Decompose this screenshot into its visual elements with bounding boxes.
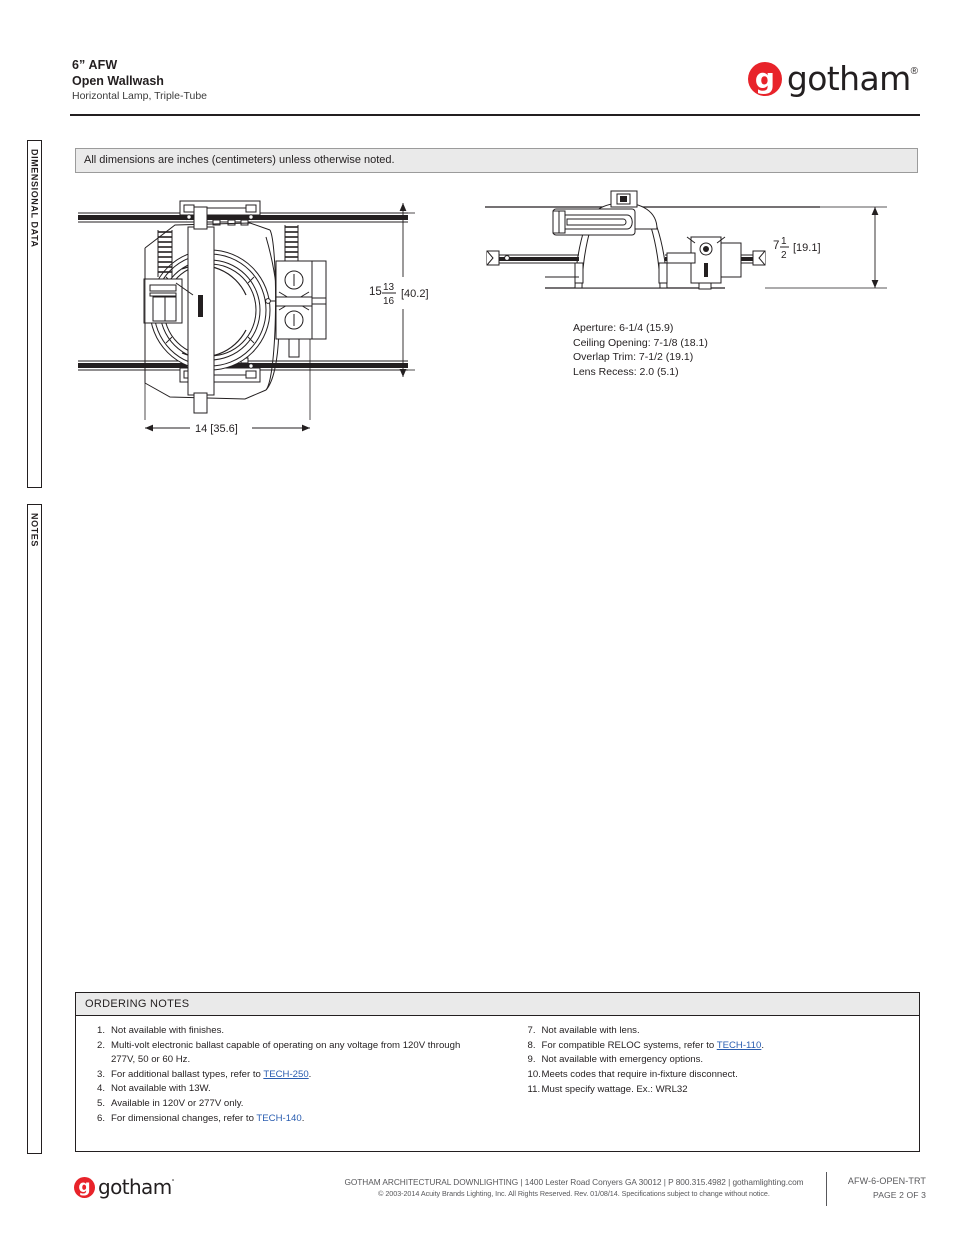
ordering-note-row: 8. For compatible RELOC systems, refer to… [516, 1039, 920, 1053]
ordering-notes-column-right: 7. Not available with lens. 8. For compatib… [498, 1024, 920, 1126]
section-height-denominator: 2 [781, 250, 787, 261]
ordering-note-number: 4. [97, 1083, 106, 1095]
section-height-whole: 7 [773, 240, 779, 252]
ordering-note-text: For compatible RELOC systems, refer to T… [541, 1039, 765, 1051]
ordering-note-text: Not available with lens. [541, 1025, 640, 1036]
dimensional-drawings: 15 13 16 [40.2] 14 [35.6] 7 1 2 [19.1] [70, 185, 920, 465]
footer-company-info: GOTHAM ARCHITECTURAL DOWNLIGHTING | 1400… [330, 1176, 818, 1200]
ordering-note-link[interactable]: TECH-250 [263, 1068, 309, 1080]
technical-drawing-svg: 15 13 16 [40.2] 14 [35.6] 7 1 2 [19.1] [78, 190, 887, 436]
ordering-note-text: Not available with emergency options. [541, 1054, 704, 1066]
gotham-logo-mark-icon-footer: g [74, 1177, 95, 1198]
ordering-note-text: Multi-volt electronic ballast capable of… [111, 1039, 461, 1065]
dimension-units-note: All dimensions are inches (centimeters) … [75, 148, 918, 173]
ordering-note-row: 1. Not available with finishes. [85, 1024, 498, 1038]
ordering-note-row: 9. Not available with emergency options. [516, 1053, 920, 1067]
footer-document-info: AFW-6-OPEN-TRT PAGE 2 OF 3 [836, 1174, 926, 1202]
ordering-note-row: 5. Available in 120V or 277V only. [85, 1097, 498, 1111]
plan-view-width-dimension-label: 14 [35.6] [195, 423, 238, 435]
ordering-note-number: 2. [97, 1039, 106, 1051]
ordering-note-text: For additional ballast types, refer to T… [111, 1068, 312, 1080]
ordering-note-text: Must specify wattage. Ex.: WRL32 [541, 1083, 688, 1095]
spec-aperture: Aperture: 6-1/4 (15.9) [573, 322, 674, 334]
plan-height-numerator: 13 [383, 282, 395, 293]
ordering-notes-panel: ORDERING NOTES 1. Not available with fini… [75, 992, 920, 1152]
ordering-note-link[interactable]: TECH-140 [256, 1112, 302, 1124]
ordering-note-number: 9. [527, 1054, 536, 1066]
gotham-logo-mark-icon: g [747, 62, 782, 96]
section-view-height-dimension-label: 7 1 2 [19.1] [770, 231, 848, 261]
plan-view-drawing [78, 200, 415, 436]
ordering-note-number: 10. [527, 1069, 541, 1081]
page-header: 6” AFW Open Wallwash Horizontal Lamp, Tr… [0, 0, 954, 116]
spec-overlap-trim: Overlap Trim: 7-1/2 (19.1) [573, 351, 694, 364]
sidebar-tab-notes-label: NOTES [29, 513, 40, 548]
page-description: Horizontal Lamp, Triple-Tube [72, 90, 208, 102]
ordering-note-number: 5. [97, 1098, 106, 1110]
section-height-numerator: 1 [781, 236, 787, 247]
registered-trademark-icon: ® [910, 66, 918, 77]
ordering-note-link[interactable]: TECH-110 [716, 1039, 762, 1051]
spec-lens-recess: Lens Recess: 2.0 (5.1) [573, 366, 679, 379]
ordering-note-number: 1. [97, 1025, 106, 1036]
ordering-note-row: 7. Not available with lens. [516, 1024, 920, 1038]
footer-divider [826, 1172, 827, 1206]
plan-view-height-dimension-label: 15 13 16 [40.2] [366, 277, 446, 309]
ordering-note-row: 4. Not available with 13W. [85, 1082, 498, 1096]
ordering-note-row: 10.Meets codes that require in-fixture d… [516, 1068, 920, 1082]
ordering-note-row: 6. For dimensional changes, refer to TECH… [85, 1112, 498, 1126]
plan-height-whole: 15 [369, 286, 382, 298]
footer-page-number: PAGE 2 OF 3 [873, 1190, 926, 1200]
header-divider-rule [70, 114, 920, 116]
registered-trademark-icon-footer: ° [171, 1179, 175, 1186]
footer-copyright-line: © 2003-2014 Acuity Brands Lighting, Inc.… [378, 1189, 770, 1198]
plan-width-label: 14 [35.6] [195, 423, 238, 435]
ordering-note-row: 3. For additional ballast types, refer to… [85, 1068, 498, 1082]
gotham-logo-wordmark: gotham [786, 59, 911, 98]
ordering-note-number: 11. [527, 1083, 541, 1095]
ordering-notes-title: ORDERING NOTES [76, 993, 919, 1016]
ordering-note-text: Not available with 13W. [111, 1083, 211, 1095]
ordering-note-text: Meets codes that require in-fixture disc… [541, 1069, 738, 1081]
ordering-notes-body: 1. Not available with finishes. 2. Multi-vo… [76, 1016, 919, 1126]
footer-document-code: AFW-6-OPEN-TRT [847, 1176, 926, 1186]
page-title: 6” AFW [72, 58, 118, 72]
section-height-metric: [19.1] [793, 242, 821, 254]
aperture-specifications-list: Aperture: 6-1/4 (15.9) Ceiling Opening: … [573, 321, 708, 380]
section-view-drawing [485, 190, 887, 290]
plan-height-denominator: 16 [383, 296, 395, 307]
ordering-note-number: 6. [97, 1112, 106, 1124]
ordering-note-text: Available in 120V or 277V only. [111, 1098, 244, 1110]
ordering-note-text: For dimensional changes, refer to TECH-1… [111, 1112, 305, 1124]
ordering-note-row: 2. Multi-volt electronic ballast capable … [85, 1039, 498, 1067]
page-subtitle: Open Wallwash [72, 74, 164, 88]
ordering-note-number: 8. [527, 1039, 536, 1051]
plan-height-metric: [40.2] [401, 288, 429, 300]
ordering-note-text: Not available with finishes. [111, 1025, 225, 1036]
ordering-note-number: 3. [97, 1068, 106, 1080]
title-block: 6” AFW Open Wallwash Horizontal Lamp, Tr… [72, 58, 207, 103]
ordering-note-number: 7. [527, 1025, 536, 1036]
sidebar-tab-dimensional-data-label: DIMENSIONAL DATA [29, 149, 40, 248]
ordering-note-row: 11.Must specify wattage. Ex.: WRL32 [516, 1083, 920, 1097]
footer-contact-line: GOTHAM ARCHITECTURAL DOWNLIGHTING | 1400… [344, 1177, 804, 1187]
gotham-logo-wordmark-footer: gotham [98, 1175, 172, 1199]
sidebar-tab-notes: NOTES [27, 504, 42, 1154]
spec-ceiling-opening: Ceiling Opening: 7-1/8 (18.1) [573, 336, 708, 349]
ordering-notes-column-left: 1. Not available with finishes. 2. Multi-vo… [76, 1024, 498, 1126]
sidebar-tab-dimensional-data: DIMENSIONAL DATA [27, 140, 42, 488]
